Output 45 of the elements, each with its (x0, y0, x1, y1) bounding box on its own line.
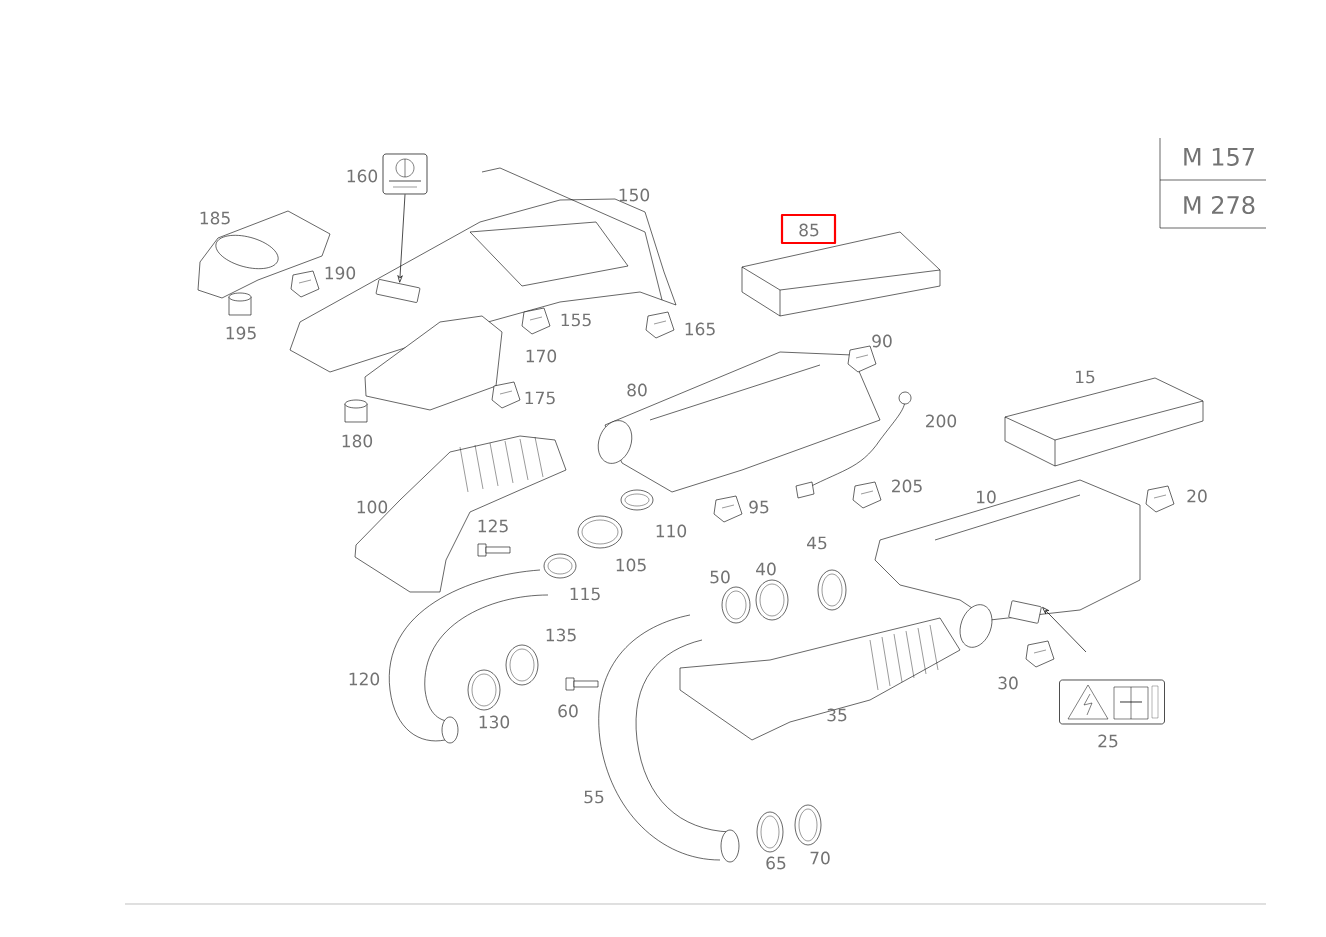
callout-number: 200 (926, 414, 957, 428)
callout-number: 180 (342, 434, 373, 448)
cover-window (375, 279, 421, 303)
callout-number: 80 (627, 383, 647, 397)
callout-number: 190 (325, 266, 356, 280)
callout-number: 115 (570, 587, 600, 601)
model-code: M 278 (1184, 195, 1255, 215)
callout-number: 175 (525, 391, 555, 405)
callout-number: 55 (584, 790, 604, 804)
callout-number: 10 (977, 490, 996, 504)
callout-number: 135 (546, 628, 576, 642)
arrow (1042, 607, 1087, 653)
model-code: M 157 (1184, 148, 1254, 166)
callout-number: 130 (479, 715, 510, 729)
callout-number: 205 (892, 479, 922, 493)
callout-number: 20 (1187, 489, 1207, 503)
callout-number: 45 (807, 536, 827, 550)
callout-number: 165 (685, 322, 715, 336)
warning-label (382, 153, 428, 195)
callout-number: 185 (200, 211, 230, 225)
callout-number: 90 (872, 334, 892, 348)
callout-number: 50 (710, 570, 730, 584)
callout-number: 105 (616, 558, 646, 572)
callout-number: 110 (656, 524, 687, 538)
callout-number: 120 (349, 672, 380, 686)
callout-number: 65 (766, 856, 786, 870)
callout-number: 195 (226, 326, 256, 340)
callout-number: 15 (1076, 370, 1095, 384)
callout-number: 100 (357, 500, 388, 514)
callout-number: 160 (347, 169, 378, 183)
callout-number: 40 (756, 562, 776, 576)
callout-number: 95 (749, 500, 769, 514)
callout-number: 70 (810, 851, 830, 865)
callout-number: 155 (561, 313, 591, 327)
callout-number: 85 (799, 223, 819, 237)
sticker-spot (1008, 600, 1042, 624)
warning-label (1059, 679, 1165, 725)
callout-number: 30 (998, 676, 1018, 690)
callout-number: 60 (558, 704, 578, 718)
callout-number: 35 (827, 708, 847, 722)
callout-number: 25 (1098, 734, 1118, 748)
arrow (397, 194, 406, 283)
callout-number: 170 (526, 349, 557, 363)
callout-number: 125 (478, 519, 508, 533)
callout-number: 150 (619, 188, 650, 202)
